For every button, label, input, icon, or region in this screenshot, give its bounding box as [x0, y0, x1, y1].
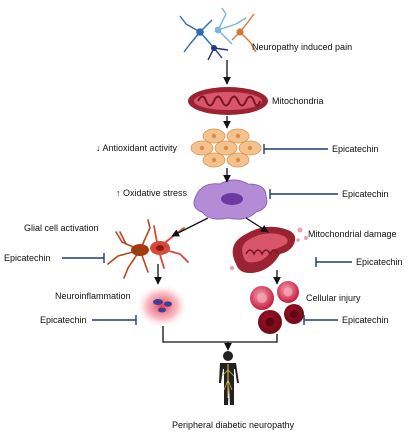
label-mitochondria: Mitochondria	[272, 96, 324, 106]
neurons-icon	[179, 7, 257, 61]
merge-connector	[162, 326, 278, 343]
label-oxidative-stress: ↑ Oxidative stress	[116, 188, 188, 198]
label-epicatechin-antioxidant: Epicatechin	[332, 144, 379, 154]
inflammation-icon	[136, 284, 188, 328]
inhibitor-cellular-injury	[303, 315, 338, 325]
cell-cluster-icon	[190, 128, 262, 168]
inhibitor-glial	[62, 253, 105, 263]
injured-cells-icon	[250, 281, 304, 334]
label-epicatechin-oxidative: Epicatechin	[342, 189, 389, 199]
label-cellular-injury: Cellular injury	[306, 293, 361, 303]
inhibitor-antioxidant	[263, 144, 328, 154]
label-epicatechin-injury: Epicatechin	[342, 315, 389, 325]
arrow-oxid-to-mitodamage	[245, 217, 269, 233]
inhibitor-neuroinflammation	[92, 315, 137, 325]
label-epicatechin-mito-damage: Epicatechin	[356, 257, 403, 267]
label-glial-activation: Glial cell activation	[24, 223, 99, 233]
label-epicatechin-inflammation: Epicatechin	[40, 315, 87, 325]
inhibitor-oxidative-stress	[269, 189, 338, 199]
stressed-cell-icon	[193, 179, 268, 220]
label-neuroinflammation: Neuroinflammation	[55, 291, 131, 301]
glial-cell-icon	[107, 219, 189, 279]
mitochondria-icon	[188, 87, 268, 115]
label-neuropathy-pain: Neuropathy induced pain	[252, 42, 353, 52]
damaged-mitochondria-icon	[229, 226, 308, 273]
label-antioxidant: ↓ Antioxidant activity	[96, 143, 178, 153]
human-figure-icon	[219, 351, 239, 405]
label-peripheral-neuropathy: Peripheral diabetic neuropathy	[172, 420, 295, 430]
arrow-oxid-to-glial	[171, 217, 209, 237]
inhibitor-mito-damage	[315, 257, 352, 267]
label-epicatechin-glial: Epicatechin	[4, 253, 51, 263]
label-mito-damage: Mitochondrial damage	[308, 229, 397, 239]
